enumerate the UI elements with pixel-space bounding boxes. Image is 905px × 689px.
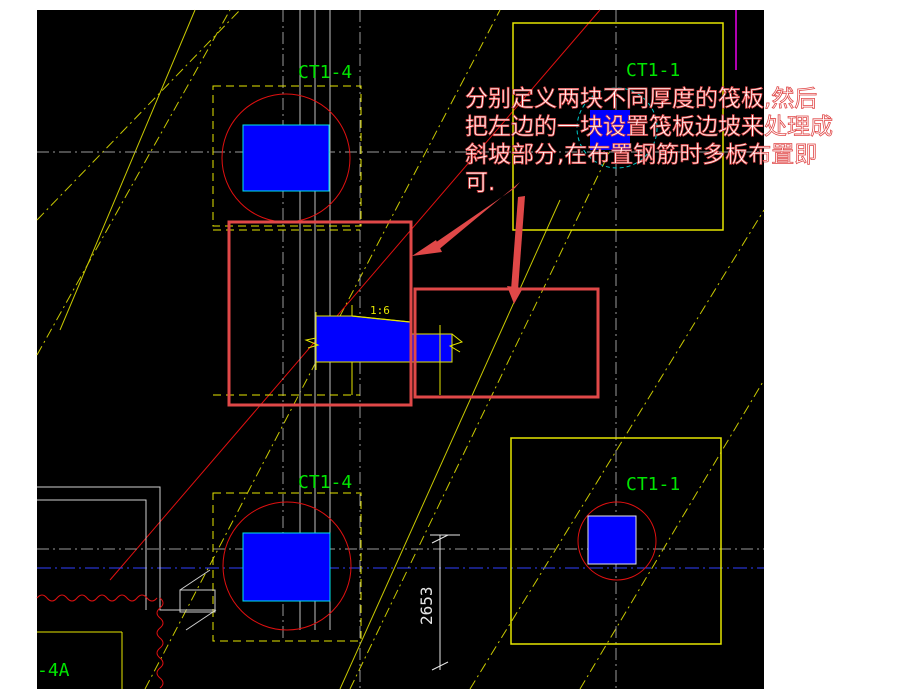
solid-diagonal-lines — [59, 9, 561, 689]
note-line-1: 分别定义两块不同厚度的筏板,然后 — [465, 86, 817, 112]
grid-label-bottom-left: -4A — [37, 660, 70, 681]
label-ct14-top: CT1-4 — [298, 62, 352, 83]
raft-outline — [213, 229, 360, 396]
slope-ratio-label: 1:6 — [370, 304, 390, 317]
annotation-arrows — [412, 182, 525, 304]
red-diagonal-line — [109, 9, 601, 581]
wall-outline-lower-left — [37, 486, 217, 631]
highlight-box-left-slab — [227, 220, 413, 407]
note-line-2: 把左边的一块设置筏板边坡来处理成 — [465, 114, 833, 140]
break-line — [36, 594, 164, 689]
column-ct11-top — [590, 110, 630, 150]
label-ct14-bottom: CT1-4 — [298, 472, 352, 493]
highlight-box-right-slab — [413, 287, 600, 399]
note-line-4: 可. — [465, 170, 495, 196]
raft-slab-section — [304, 305, 464, 395]
label-ct11-top: CT1-1 — [626, 60, 680, 81]
column-ct14-top — [242, 124, 330, 192]
label-ct11-bottom: CT1-1 — [626, 474, 680, 495]
column-ct14-bottom — [242, 532, 331, 602]
pile-cap-ct11-top — [512, 22, 724, 231]
dimension-2653 — [430, 534, 460, 671]
dimension-label: 2653 — [417, 586, 436, 625]
pile-cap-ct11-bottom — [510, 437, 722, 645]
note-line-3: 斜坡部分,在布置钢筋时多板布置即 — [465, 142, 817, 168]
pile-cap-ct14-bottom — [212, 492, 362, 642]
annotation-note: 分别定义两块不同厚度的筏板,然后 把左边的一块设置筏板边坡来处理成 斜坡部分,在… — [465, 86, 834, 197]
column-ct11-bottom — [587, 515, 637, 565]
grid-box-lower-left — [37, 631, 123, 689]
pile-cap-ct14-top — [212, 85, 362, 227]
